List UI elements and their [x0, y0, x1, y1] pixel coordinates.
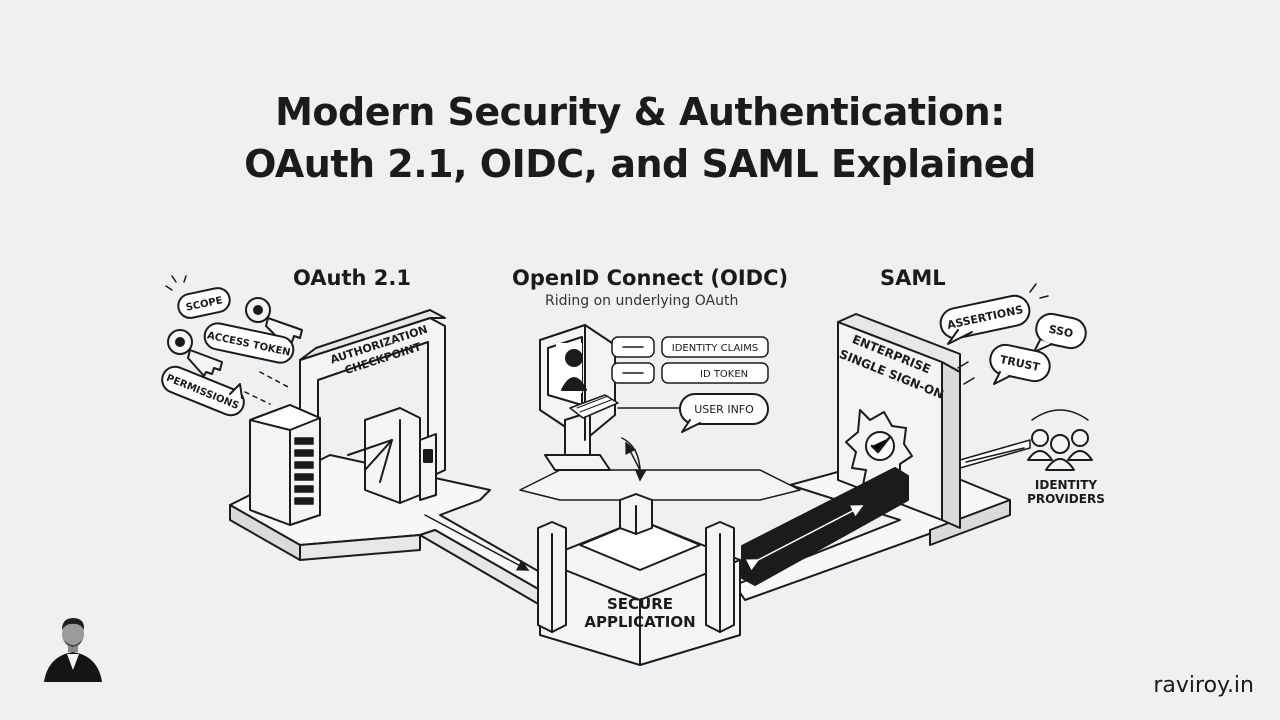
user-info-label: USER INFO — [694, 403, 754, 416]
identity-claims-label: IDENTITY CLAIMS — [672, 343, 758, 354]
scope-bubble — [165, 275, 231, 319]
secure-application-block — [537, 493, 741, 666]
id-token-field — [611, 362, 769, 384]
id-token-label: ID TOKEN — [700, 369, 748, 380]
secure-tunnel — [741, 467, 909, 586]
key-icon — [245, 297, 303, 345]
oidc-heading: OpenID Connect (OIDC) — [512, 266, 789, 290]
identity-providers-label-2: PROVIDERS — [1027, 492, 1105, 506]
keyboard-icon — [569, 394, 619, 419]
checkmark-icon — [870, 436, 891, 454]
user-icon — [556, 343, 587, 393]
identity-claims-field — [611, 336, 769, 358]
saml-heading: SAML — [880, 266, 946, 290]
secure-application-label-2: APPLICATION — [584, 613, 695, 631]
user-info-bubble — [679, 393, 769, 433]
key-icon-2 — [167, 329, 223, 377]
page-title: Modern Security & Authentication: OAuth … — [0, 86, 1280, 190]
identity-providers-label-1: IDENTITY — [1035, 478, 1098, 492]
title-line-1: Modern Security & Authentication: — [275, 90, 1005, 134]
oauth-heading: OAuth 2.1 — [293, 266, 411, 290]
turnstile-icon — [347, 407, 437, 504]
title-line-2: OAuth 2.1, OIDC, and SAML Explained — [244, 142, 1036, 186]
credit-link[interactable]: raviroy.in — [1153, 673, 1254, 698]
assertions-bubble — [939, 283, 1049, 345]
oidc-section — [539, 324, 769, 482]
users-icon — [1027, 409, 1093, 471]
server-icon — [249, 404, 321, 526]
oidc-subtitle: Riding on underlying OAuth — [545, 293, 739, 309]
permissions-bubble — [161, 365, 245, 417]
secure-application-label-1: SECURE — [607, 595, 673, 613]
sso-bubble — [1033, 312, 1087, 353]
access-token-bubble — [203, 322, 295, 364]
sso-label: SSO — [1047, 323, 1074, 341]
avatar — [40, 612, 106, 682]
oauth-section — [161, 275, 530, 571]
trust-bubble — [957, 343, 1051, 385]
saml-section — [741, 283, 1093, 586]
